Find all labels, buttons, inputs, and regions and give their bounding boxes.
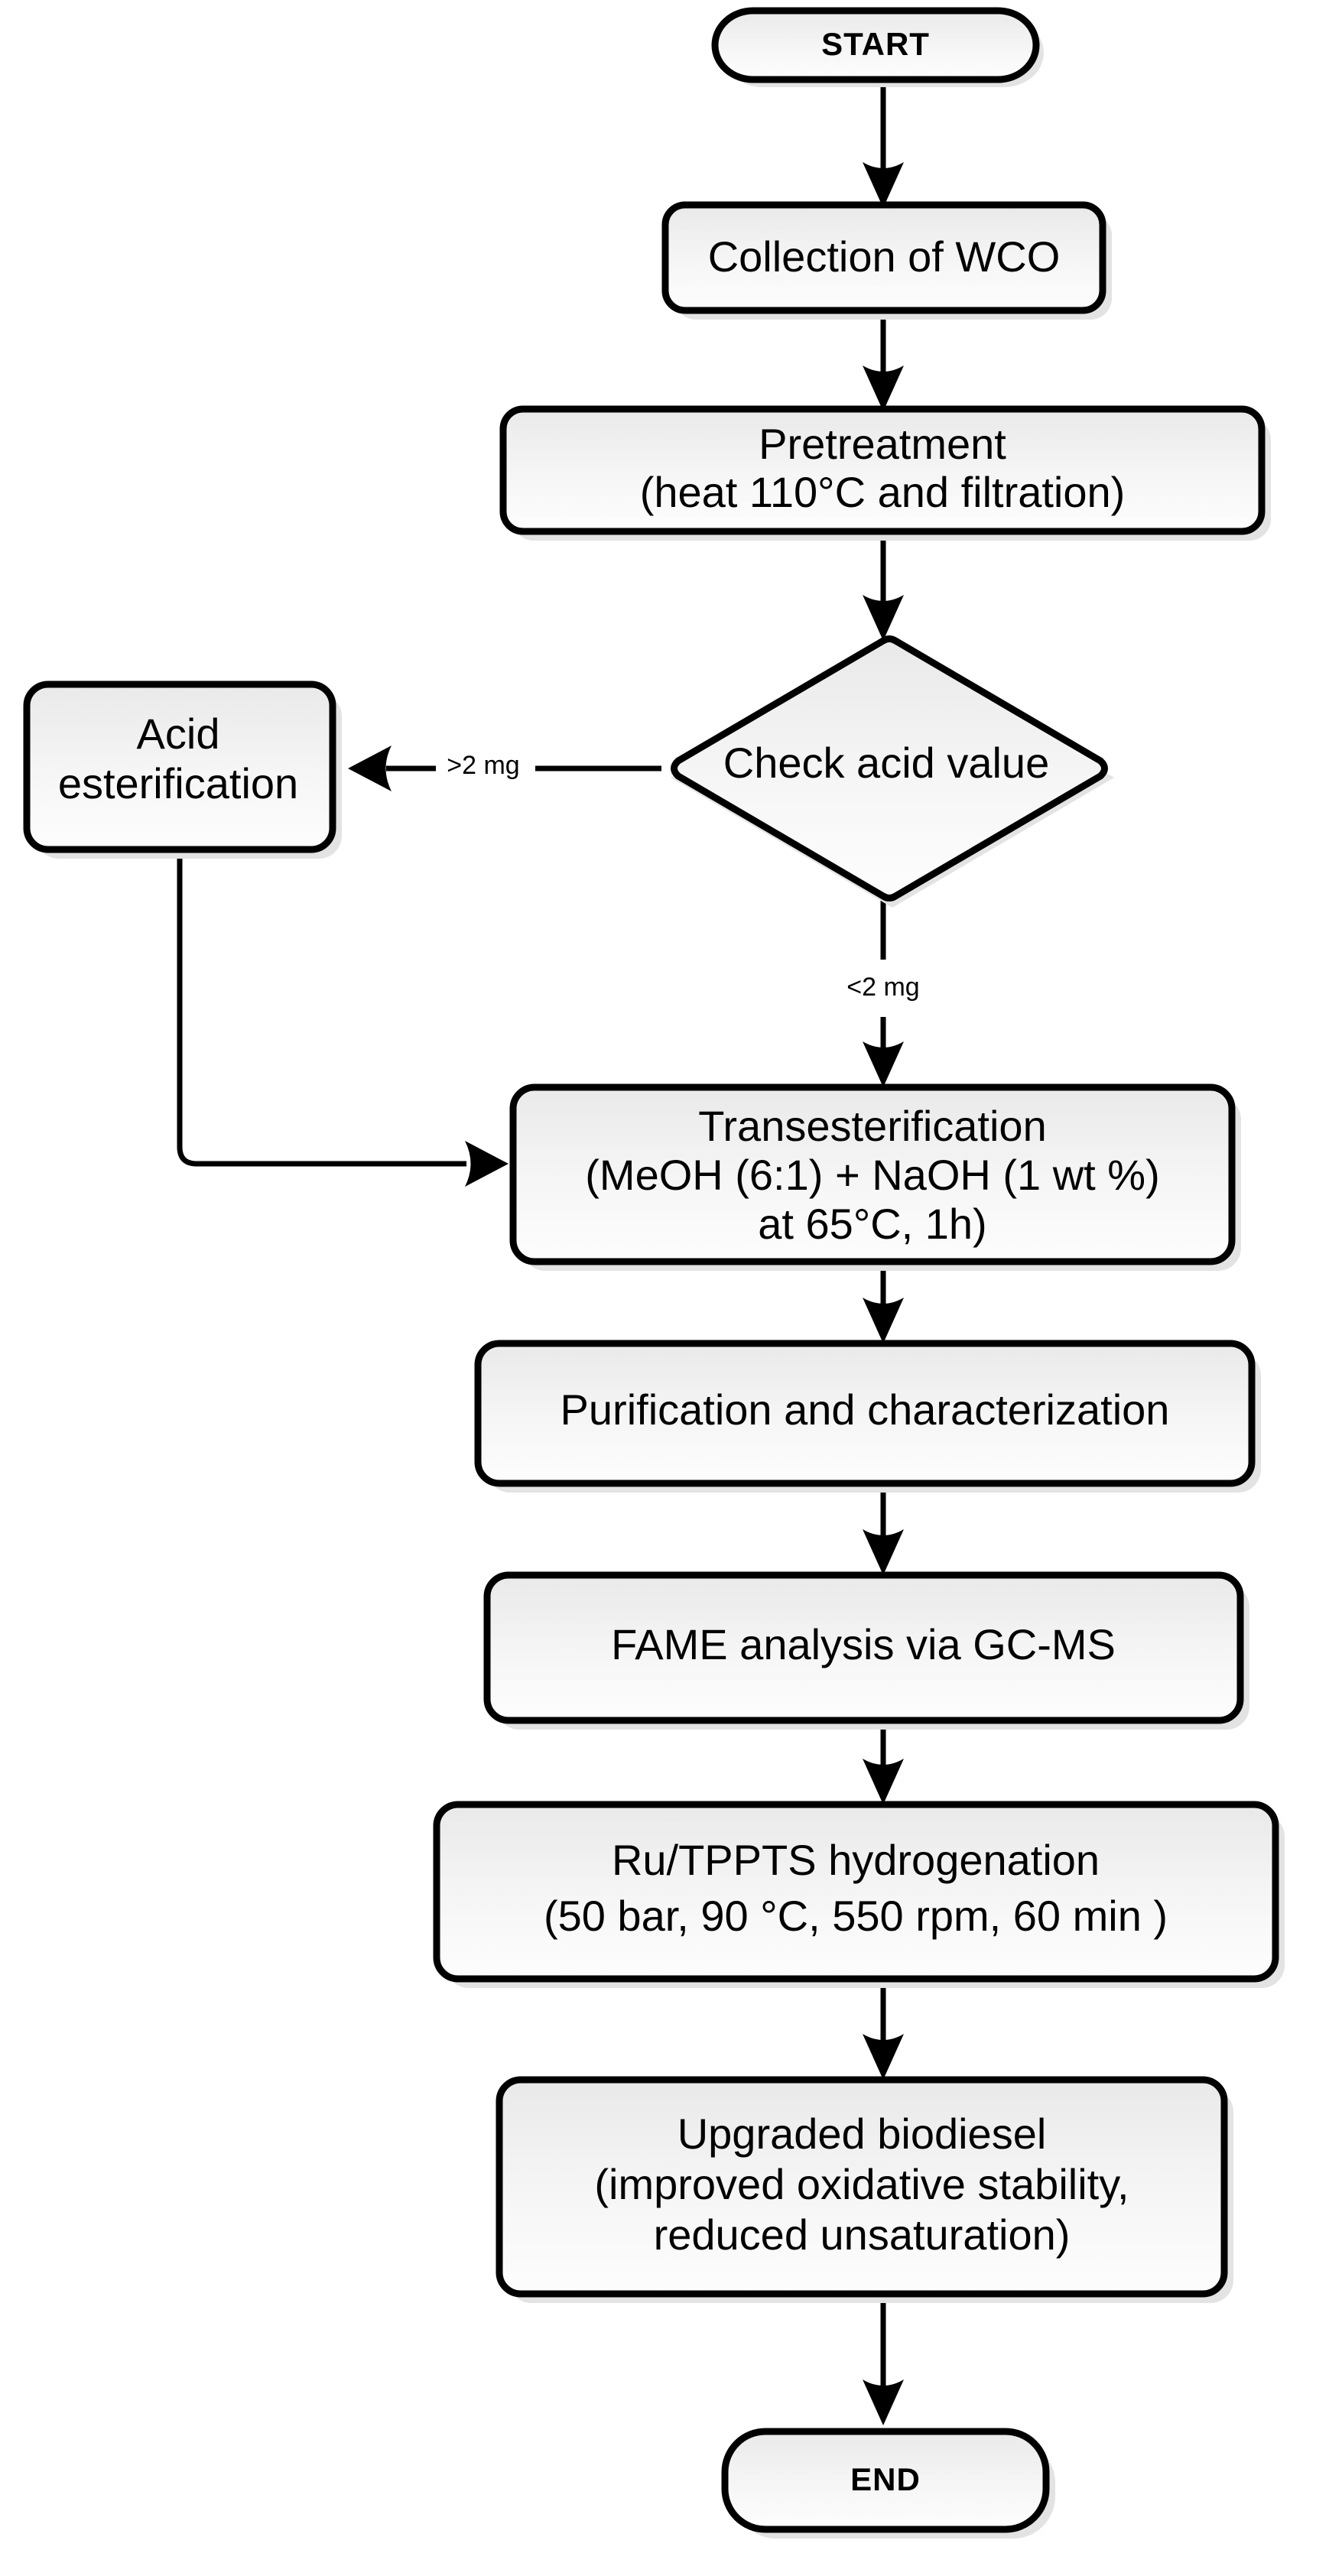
node-collection-of-wco[interactable]: Collection of WCO [661, 201, 1112, 320]
transesterification-line-2: (MeOH (6:1) + NaOH (1 wt %) [585, 1151, 1159, 1199]
hydrogenation-line-2: (50 bar, 90 °C, 550 rpm, 60 min ) [544, 1892, 1168, 1940]
pretreatment-shape[interactable] [499, 405, 1266, 535]
edge-start-to-collection [863, 76, 904, 208]
upgraded-line-1: Upgraded biodiesel [677, 2110, 1047, 2158]
edge-pretreatment-to-check [863, 531, 904, 641]
edge-acid-esterification-to-transesterification [177, 851, 509, 1187]
edge-check-to-transesterification: <2 mg [846, 898, 920, 1087]
node-upgraded-biodiesel[interactable]: Upgraded biodiesel (improved oxidative s… [496, 2076, 1233, 2303]
end-label: END [850, 2461, 921, 2497]
edge-check-to-acid-esterification: >2 mg [348, 746, 661, 791]
transesterification-shape[interactable] [509, 1083, 1236, 1265]
collection-label: Collection of WCO [708, 232, 1061, 281]
collection-shape[interactable] [661, 201, 1106, 314]
edge-hydrogenation-to-upgraded [863, 1980, 904, 2080]
edge-purification-to-fame [863, 1483, 904, 1575]
edge-upgraded-to-end [863, 2294, 904, 2425]
node-purification[interactable]: Purification and characterization [474, 1340, 1261, 1493]
check-acid-label: Check acid value [723, 739, 1049, 787]
acid-esterification-line-1: Acid [137, 710, 220, 758]
purification-label: Purification and characterization [561, 1385, 1170, 1434]
transesterification-line-1: Transesterification [698, 1102, 1046, 1150]
start-label: START [821, 26, 930, 62]
check-acid-shape[interactable] [671, 635, 1108, 901]
end-shape[interactable] [721, 2428, 1050, 2533]
fame-label: FAME analysis via GC-MS [611, 1620, 1116, 1668]
transesterification-line-3: at 65°C, 1h) [758, 1200, 986, 1248]
upgraded-shape[interactable] [496, 2076, 1228, 2298]
hydrogenation-line-1: Ru/TPPTS hydrogenation [612, 1836, 1100, 1884]
edge-label-greater-2mg: >2 mg [447, 751, 519, 780]
node-check-acid-value[interactable]: Check acid value [671, 635, 1114, 908]
acid-esterification-shape[interactable] [23, 681, 336, 853]
hydrogenation-shape[interactable] [433, 1801, 1279, 1983]
node-end[interactable]: END [721, 2428, 1055, 2539]
edge-transesterification-to-purification [863, 1262, 904, 1343]
edge-fame-to-hydrogenation [863, 1720, 904, 1804]
node-acid-esterification[interactable]: Acid esterification [23, 681, 342, 859]
edge-label-less-2mg: <2 mg [846, 973, 919, 1002]
purification-shape[interactable] [474, 1340, 1256, 1487]
acid-esterification-line-2: esterification [58, 759, 298, 807]
upgraded-line-2: (improved oxidative stability, [594, 2160, 1129, 2208]
edge-collection-to-pretreatment [863, 310, 904, 411]
node-fame-analysis[interactable]: FAME analysis via GC-MS [483, 1571, 1249, 1730]
node-pretreatment[interactable]: Pretreatment (heat 110°C and filtration) [499, 405, 1271, 541]
start-shape[interactable] [711, 7, 1040, 83]
pretreatment-line-2: (heat 110°C and filtration) [640, 468, 1126, 516]
pretreatment-line-1: Pretreatment [759, 420, 1006, 468]
node-start[interactable]: START [711, 7, 1044, 87]
node-transesterification[interactable]: Transesterification (MeOH (6:1) + NaOH (… [509, 1083, 1241, 1271]
node-hydrogenation[interactable]: Ru/TPPTS hydrogenation (50 bar, 90 °C, 5… [433, 1801, 1285, 1988]
connector-layer: >2 mg <2 mg [177, 76, 920, 2425]
fame-shape[interactable] [483, 1571, 1244, 1724]
upgraded-line-3: reduced unsaturation) [654, 2211, 1071, 2259]
